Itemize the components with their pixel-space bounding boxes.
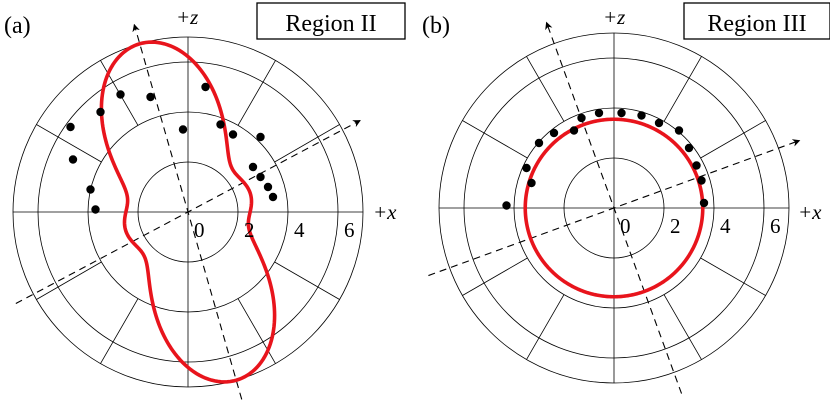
data-point [617,108,626,118]
data-point [96,107,105,117]
fit-curve [99,40,277,384]
region-label-box [256,2,406,40]
grid-spoke [274,261,340,300]
data-point [201,82,210,92]
data-point [549,128,559,138]
principal-axes [428,21,801,394]
radial-tick-label: 2 [670,214,681,238]
radial-tick-label: 4 [294,218,305,242]
region-label: Region III [707,11,806,37]
data-point [577,113,586,123]
axis-label-x: +x [373,200,397,224]
grid-spoke [36,261,102,300]
grid-spoke [100,298,139,364]
radial-tick-label: 2 [244,218,255,242]
data-points [66,82,278,214]
radial-tick-label: 4 [720,214,731,238]
principal-axis [428,139,801,277]
data-point [256,172,265,182]
grid-spoke [36,124,102,163]
data-point [228,130,238,139]
grid-spoke [462,257,528,296]
principal-axes [15,23,361,400]
data-point [256,132,265,142]
radial-tick-labels: 0 2 4 6 [194,218,355,242]
data-point [178,125,188,134]
data-point [522,163,531,173]
data-point [684,143,694,153]
data-point [268,192,278,202]
data-point [527,178,536,188]
region-label: Region II [285,11,376,37]
data-point [637,111,646,120]
axis-label-z: +z [176,5,198,29]
data-point [534,138,544,148]
data-point [594,108,604,118]
data-point [66,122,75,132]
radial-tick-label: 0 [194,218,205,242]
data-point [68,155,78,164]
grid-spoke [700,257,766,296]
grid-spoke [462,120,528,159]
data-point [569,126,579,135]
grid-spoke [700,120,766,159]
grid-spoke [237,298,276,364]
data-point [699,198,709,208]
data-point [86,185,95,194]
data-point [146,92,155,102]
grid-spoke [237,60,276,126]
panel-b: 0 2 4 6 (b) Region III +z +x [422,2,830,394]
polar-grid [12,36,364,388]
grid-spoke [663,294,702,360]
fit-curve [523,117,705,299]
principal-axis [15,119,361,305]
data-point [263,182,273,192]
radial-tick-label: 0 [620,214,631,238]
grid-spoke [663,56,702,122]
data-point [216,120,225,129]
data-point [248,162,258,172]
panel-a: 0 2 4 6 (a) Region II +z +x [4,2,406,400]
panel-label: (b) [422,13,450,39]
radial-tick-label: 6 [770,214,781,238]
grid-spoke [274,124,340,163]
data-point [697,176,706,185]
data-point [692,161,701,170]
data-point [654,118,664,128]
data-point [502,201,511,210]
data-point [91,205,100,214]
region-label-box [683,2,830,40]
data-point [116,90,125,99]
radial-tick-label: 6 [344,218,355,242]
grid-spoke [526,56,565,122]
axis-label-z: +z [603,5,625,29]
data-point [674,126,684,135]
data-points [502,108,709,210]
grid-spoke [526,294,565,360]
panel-label: (a) [4,13,31,39]
axis-label-x: +x [798,200,822,224]
radial-tick-labels: 0 2 4 6 [620,214,781,238]
